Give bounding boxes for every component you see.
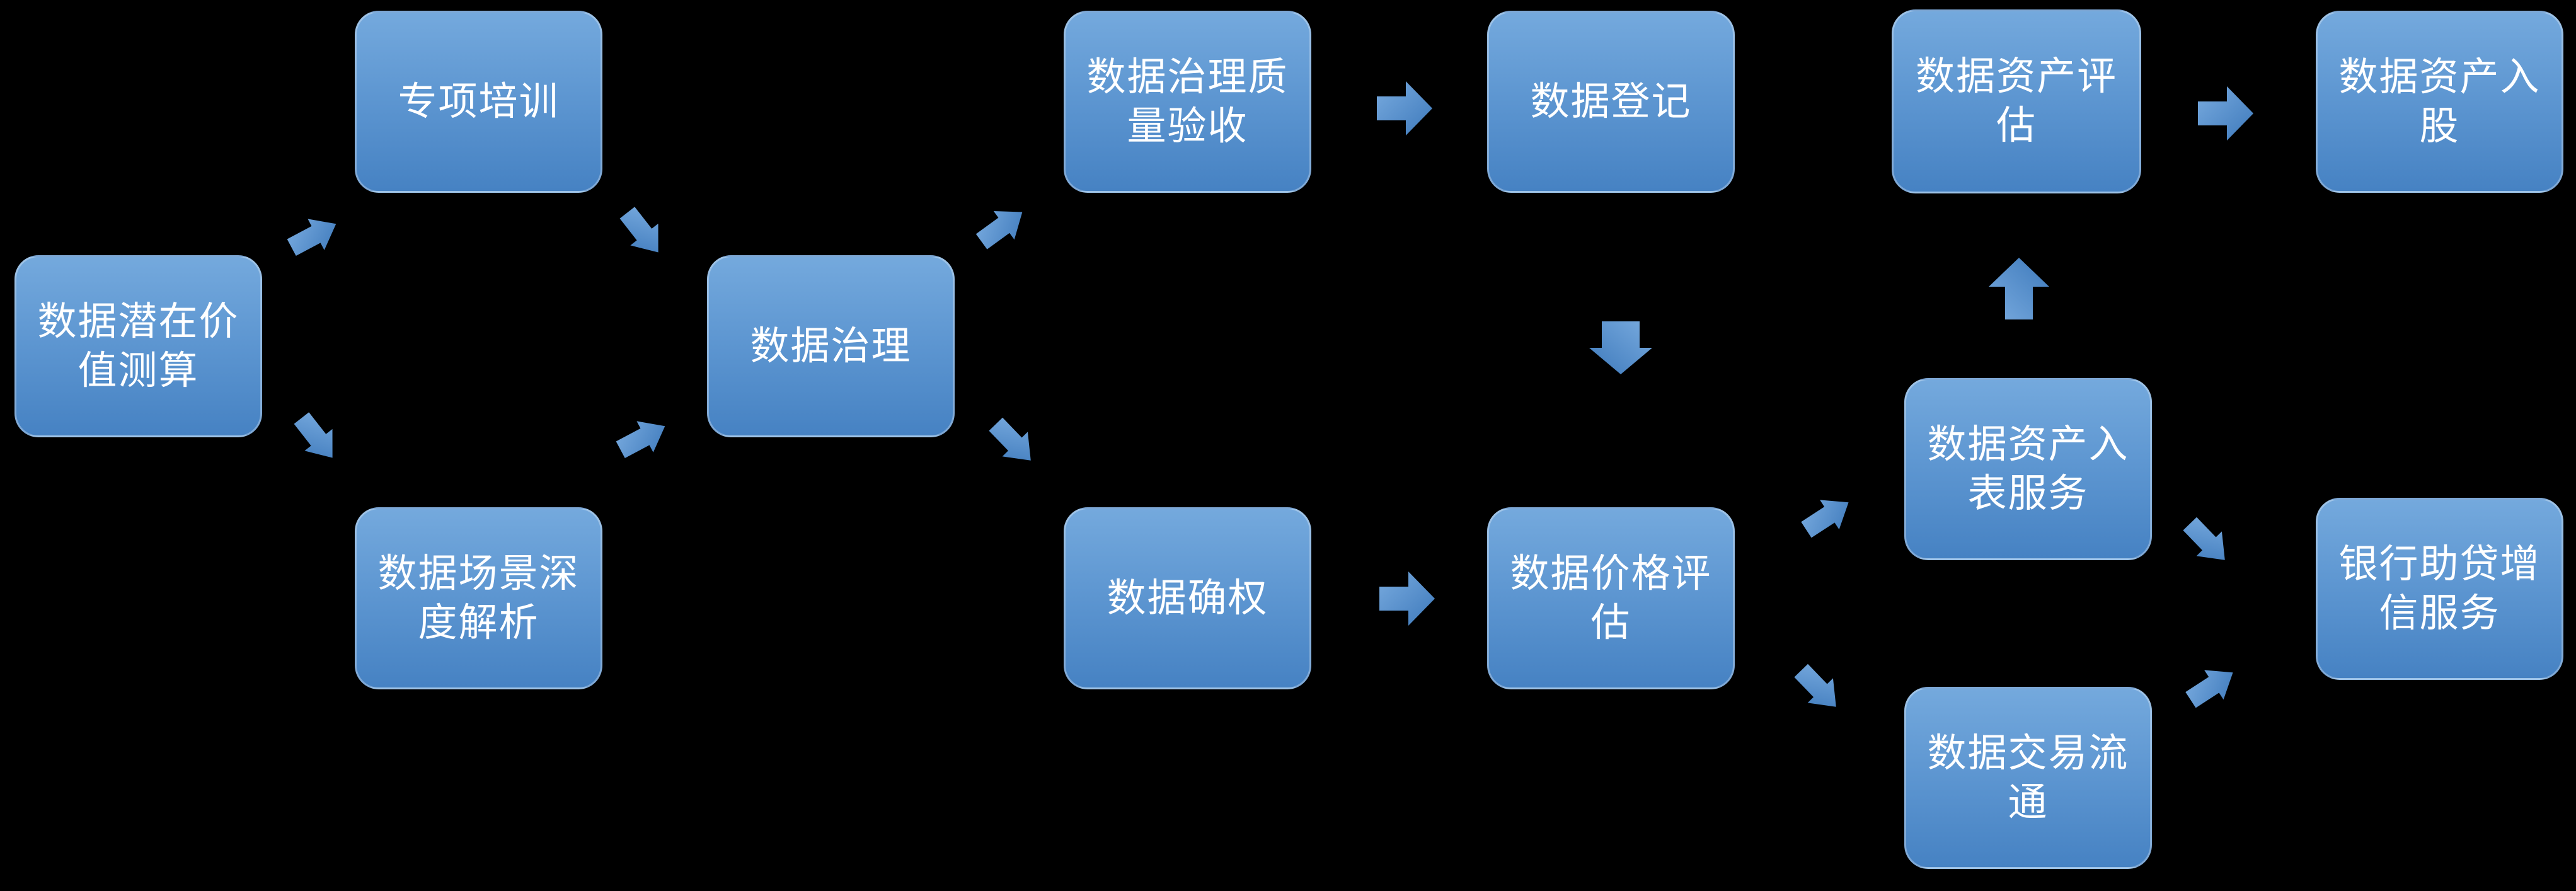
node-label: 专项培训 — [398, 78, 559, 127]
node-label-line: 数据价格评 — [1510, 551, 1712, 595]
flow-node-bank-credit: 银行助贷增信服务 — [2316, 498, 2563, 680]
flow-arrow-bookkeeping-to-evaluation — [1989, 258, 2049, 319]
node-label-line: 估 — [1996, 104, 2037, 147]
flow-node-asset-evaluation: 数据资产评估 — [1892, 9, 2141, 193]
node-label: 数据治理 — [750, 322, 911, 371]
node-label-line: 数据交易流 — [1927, 731, 2129, 775]
flow-node-asset-bookkeeping: 数据资产入表服务 — [1904, 378, 2152, 560]
node-label: 数据治理质量验收 — [1086, 53, 1288, 151]
flow-node-data-registration: 数据登记 — [1487, 11, 1735, 193]
node-label-line: 数据潜在价 — [37, 299, 239, 343]
node-label-line: 数据资产评 — [1915, 55, 2117, 98]
flow-arrow-governance-to-quality — [975, 210, 1023, 250]
node-label: 数据登记 — [1530, 78, 1691, 127]
node-label: 数据交易流通 — [1927, 729, 2129, 827]
node-label: 数据价格评估 — [1510, 549, 1711, 648]
node-label-line: 估 — [1590, 601, 1631, 645]
node-label-line: 数据治理质 — [1086, 55, 1289, 99]
flow-node-quality-acceptance: 数据治理质量验收 — [1064, 11, 1311, 193]
flow-node-data-trading: 数据交易流通 — [1904, 687, 2152, 869]
flow-node-scenario-analysis: 数据场景深度解析 — [355, 507, 602, 689]
flow-arrow-registration-to-price — [1589, 321, 1652, 374]
flow-node-asset-equity: 数据资产入股 — [2316, 11, 2563, 193]
node-label: 数据场景深度解析 — [377, 549, 579, 648]
node-label-line: 信服务 — [2379, 591, 2500, 635]
flow-arrow-trading-to-bank — [2185, 670, 2233, 708]
flow-arrow-rights-to-price — [1379, 572, 1435, 626]
flow-arrow-evaluation-to-equity — [2198, 86, 2253, 141]
node-label-line: 数据资产入 — [2338, 55, 2541, 99]
node-label-line: 数据治理 — [750, 324, 912, 368]
node-label-line: 数据登记 — [1530, 79, 1692, 124]
flow-node-rights-confirmation: 数据确权 — [1064, 507, 1311, 689]
node-label-line: 银行助贷增 — [2338, 542, 2541, 586]
flow-node-special-training: 专项培训 — [355, 11, 602, 193]
flow-arrow-potential-to-scenario — [294, 412, 333, 458]
node-label-line: 值测算 — [78, 348, 199, 393]
node-label-line: 表服务 — [1967, 471, 2089, 515]
flow-arrow-bookkeeping-to-bank — [2183, 517, 2225, 560]
flow-arrow-scenario-to-governance — [616, 421, 665, 459]
flow-arrow-training-to-governance — [619, 207, 658, 253]
flow-arrow-price-to-bookkeeping — [1801, 500, 1849, 538]
node-label-line: 数据资产入 — [1927, 422, 2129, 466]
node-label: 数据潜在价值测算 — [37, 297, 239, 396]
node-label: 数据资产入股 — [2338, 53, 2540, 151]
arrow-group — [287, 81, 2253, 708]
flow-node-price-evaluation: 数据价格评估 — [1487, 507, 1735, 689]
flow-node-data-governance: 数据治理 — [707, 255, 955, 437]
node-label-line: 专项培训 — [398, 79, 560, 124]
node-label-line: 度解析 — [418, 601, 539, 645]
node-label-line: 量验收 — [1127, 104, 1248, 148]
node-label: 银行助贷增信服务 — [2338, 540, 2540, 638]
node-label-line: 通 — [2008, 780, 2049, 824]
flow-arrow-potential-to-training — [287, 219, 336, 256]
flow-arrow-quality-to-registration — [1377, 81, 1432, 135]
flow-arrow-governance-to-rights — [989, 417, 1031, 461]
node-label-line: 股 — [2419, 104, 2460, 148]
flow-arrow-price-to-trading — [1794, 664, 1836, 707]
node-label: 数据确权 — [1107, 574, 1268, 623]
flow-node-potential-value: 数据潜在价值测算 — [14, 255, 262, 437]
node-label: 数据资产入表服务 — [1927, 420, 2129, 519]
node-label: 数据资产评估 — [1916, 52, 2117, 151]
node-label-line: 数据确权 — [1107, 576, 1268, 620]
node-label-line: 数据场景深 — [377, 551, 580, 595]
